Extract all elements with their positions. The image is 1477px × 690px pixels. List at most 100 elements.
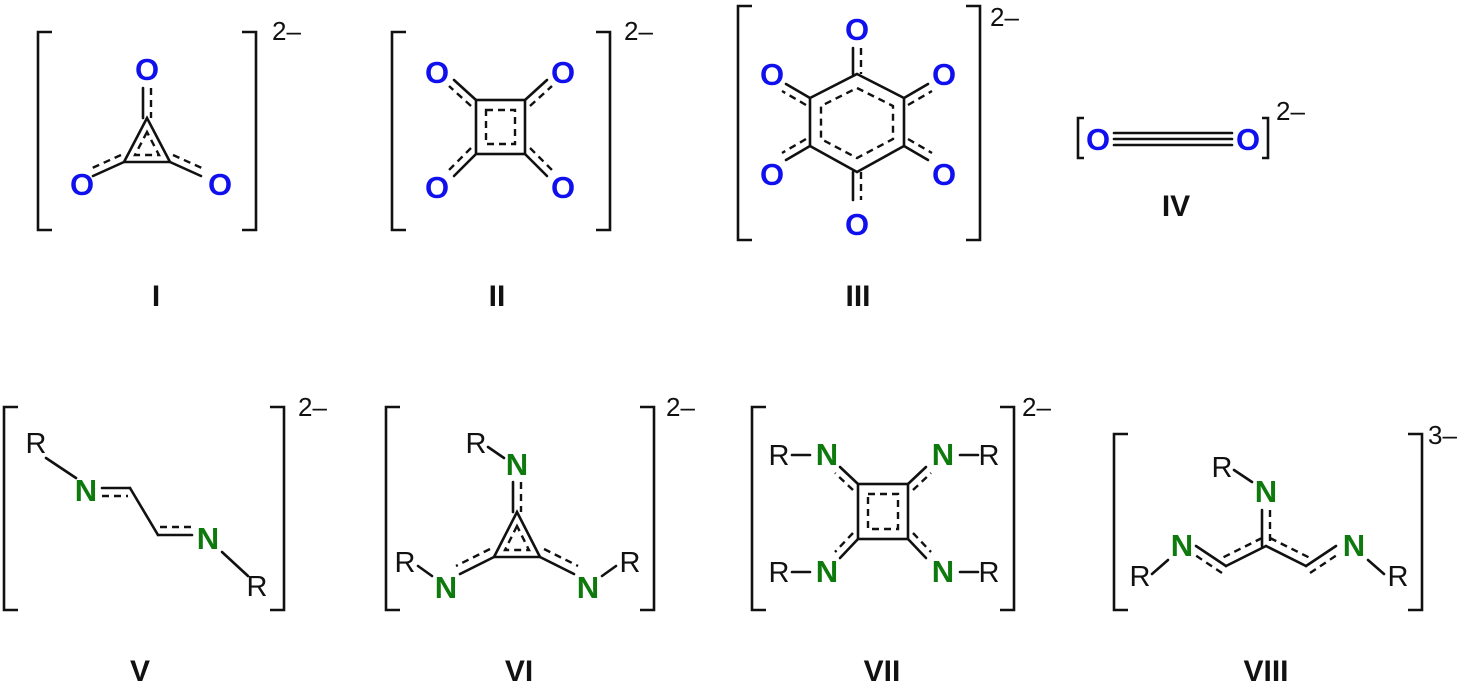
structure-i: 2– O O O I: [36, 16, 301, 313]
structure-label: II: [489, 280, 506, 313]
r-group: R: [26, 428, 47, 460]
bond-lr-dash: [907, 137, 933, 155]
bracket-right: [966, 4, 982, 242]
charge-label: 2–: [1022, 392, 1051, 422]
nitrogen-atom: N: [75, 473, 97, 508]
structure-ii: 2– O O O O II: [390, 16, 653, 313]
bond-ul-dash: [781, 89, 807, 107]
ring-bonds: [474, 98, 527, 156]
oxygen-atom: O: [932, 57, 956, 92]
bond-c-n-left: [1194, 544, 1228, 568]
structure-iii: 2– O O O O O O III: [736, 2, 1019, 313]
bond-c-c-right-dash: [1269, 536, 1311, 560]
structure-label: VI: [505, 655, 533, 685]
charge-label: 2–: [1276, 96, 1305, 126]
oxygen-atom: O: [845, 207, 869, 242]
nitrogen-atom: N: [1343, 528, 1365, 563]
nitrogen-atom: N: [577, 570, 599, 605]
bond-c-c-right: [1264, 544, 1308, 568]
nitrogen-atom: N: [1171, 528, 1193, 563]
bond-br-dash: [912, 532, 932, 553]
bond-lr: [902, 144, 930, 162]
bond-bl: [452, 152, 478, 178]
oxygen-atom: O: [760, 57, 784, 92]
bond-c-n-left: [458, 555, 496, 576]
bond-c-c-left: [1224, 544, 1268, 568]
bond-tl-dash: [834, 472, 854, 491]
bond-tr: [523, 78, 549, 102]
structure-vii: 2– N N N N R R R R VII: [750, 392, 1051, 688]
bond-ur-dash: [907, 89, 933, 107]
nitrogen-atom: N: [816, 437, 838, 472]
bond-right-dash: [172, 153, 205, 171]
bond-c-n-right-dash: [1309, 552, 1341, 574]
bond-br: [523, 152, 549, 178]
bracket-right: [640, 405, 656, 612]
bond-tr-dash: [912, 472, 932, 491]
bond-ll-dash: [781, 137, 807, 155]
structure-vi: 2– R N N N R R VI: [384, 392, 695, 688]
bond-br-dash: [529, 147, 553, 171]
r-group: R: [1130, 561, 1151, 593]
bond-tr: [906, 465, 928, 486]
bond-c-n-left-dash: [1191, 552, 1223, 574]
bond-tr-dash: [529, 85, 553, 107]
charge-label: 2–: [624, 16, 653, 46]
bond-c-n-right: [1304, 544, 1338, 568]
oxygen-atom: O: [551, 170, 575, 205]
oxygen-atom: O: [208, 167, 232, 202]
oxygen-atom: O: [425, 170, 449, 205]
bracket-left: [2, 405, 18, 612]
bond-right: [168, 160, 203, 178]
bracket-right: [596, 30, 612, 232]
bond-c-n-right-dash: [543, 547, 579, 568]
bracket-left: [36, 30, 52, 232]
bond-bl-dash: [448, 147, 472, 171]
r-group: R: [769, 440, 790, 472]
bond-ur: [902, 82, 930, 100]
charge-label: 2–: [990, 2, 1019, 32]
oxygen-atom: O: [70, 167, 94, 202]
bond-tl: [838, 465, 860, 486]
ring-delocalized-bonds: [133, 129, 161, 157]
bond-left: [91, 160, 126, 178]
r-group: R: [247, 571, 268, 603]
bracket-right: [1000, 405, 1016, 612]
oxygen-atom: O: [135, 52, 159, 87]
bond-ll: [784, 144, 812, 162]
bond-n-r-right: [600, 564, 618, 578]
bond-c-c: [128, 486, 160, 537]
bond-tl-dash: [448, 85, 472, 107]
bond-r-n: [486, 445, 506, 460]
nitrogen-atom: N: [932, 554, 954, 589]
bracket-right: [1408, 432, 1424, 612]
oxygen-atom: O: [1236, 122, 1260, 157]
oxygen-atom: O: [932, 157, 956, 192]
bracket-left: [390, 30, 406, 232]
ring-bonds: [491, 509, 543, 559]
oxygen-atom: O: [425, 55, 449, 90]
structure-iv: 2– O O IV: [1076, 96, 1305, 223]
bond-left-dash: [89, 153, 122, 171]
oxygen-atom: O: [760, 157, 784, 192]
nitrogen-atom: N: [435, 570, 457, 605]
bracket-left: [750, 405, 766, 612]
bracket-left: [736, 4, 752, 242]
structure-label: I: [152, 280, 160, 313]
bracket-right: [270, 405, 286, 612]
bracket-left: [1112, 432, 1128, 612]
nitrogen-atom: N: [816, 554, 838, 589]
bond-c-n-right: [538, 555, 576, 576]
bond-bl: [838, 537, 860, 560]
oxygen-atom: O: [1086, 122, 1110, 157]
bond-n-r-left: [1150, 558, 1170, 576]
oxygen-atom: O: [845, 12, 869, 47]
nitrogen-atom: N: [197, 521, 219, 556]
nitrogen-atom: N: [932, 437, 954, 472]
bond-r-n: [1232, 468, 1254, 484]
nitrogen-atom: N: [1255, 474, 1277, 509]
r-group: R: [466, 428, 487, 460]
charge-label: 2–: [272, 16, 301, 46]
r-group: R: [979, 440, 1000, 472]
